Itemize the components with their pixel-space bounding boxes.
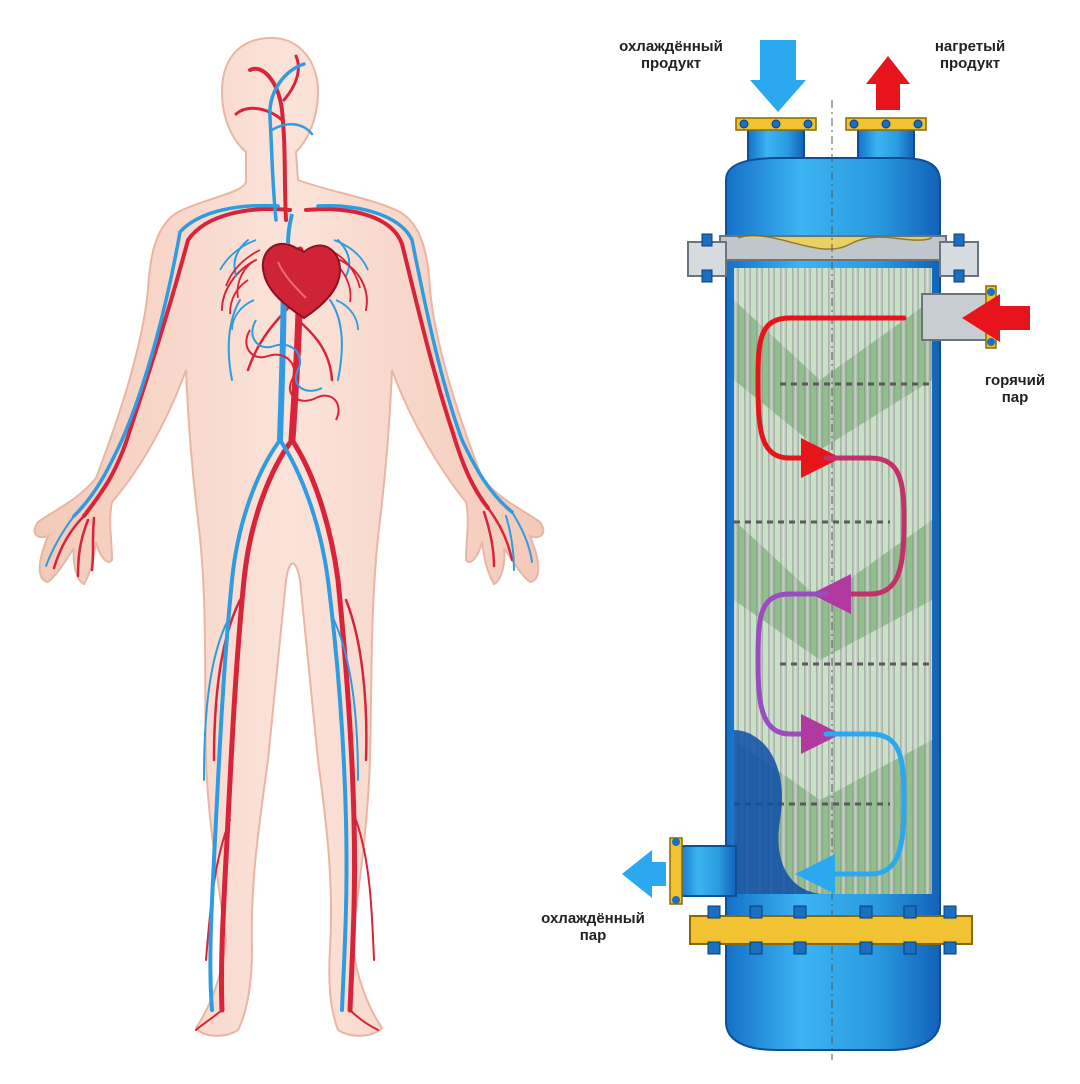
vein-left-leg xyxy=(208,438,282,1012)
flow-path-1 xyxy=(755,315,907,478)
label-hot-product-out: нагретый продукт xyxy=(934,38,1006,72)
arrow-cold-product-in xyxy=(750,40,806,112)
flow-path-3 xyxy=(755,591,841,754)
label-cold-product-in: охлаждённый продукт xyxy=(619,38,723,72)
vein-left-arm xyxy=(72,203,280,518)
arrow-cold-steam-out xyxy=(622,850,666,898)
arrow-hot-steam-in xyxy=(962,294,1030,342)
artery-right-leg xyxy=(289,437,358,1013)
carotid-artery xyxy=(248,66,288,222)
label-cold-steam-out: охлаждённый пар xyxy=(541,910,645,944)
flow-path-4 xyxy=(795,731,907,894)
artery-right-arm xyxy=(304,207,490,510)
human-circulatory-system-icon xyxy=(33,36,545,1037)
body-silhouette xyxy=(33,36,545,1037)
vein-right-arm xyxy=(316,204,514,514)
nozzle-cold-steam-out xyxy=(669,837,737,905)
flow-path-2 xyxy=(811,455,907,614)
shell-and-tube-heat-exchanger-icon xyxy=(622,40,1030,1060)
bottom-flange xyxy=(689,915,973,945)
artery-left-arm xyxy=(82,207,292,518)
heart-icon xyxy=(261,213,342,320)
condensate-zone xyxy=(734,730,830,895)
vein-right-leg xyxy=(278,438,349,1012)
label-hot-steam-in: горячий пар xyxy=(984,372,1046,406)
arrow-hot-product-out xyxy=(866,56,910,110)
jugular-vein xyxy=(268,62,306,222)
artery-left-leg xyxy=(218,437,295,1013)
